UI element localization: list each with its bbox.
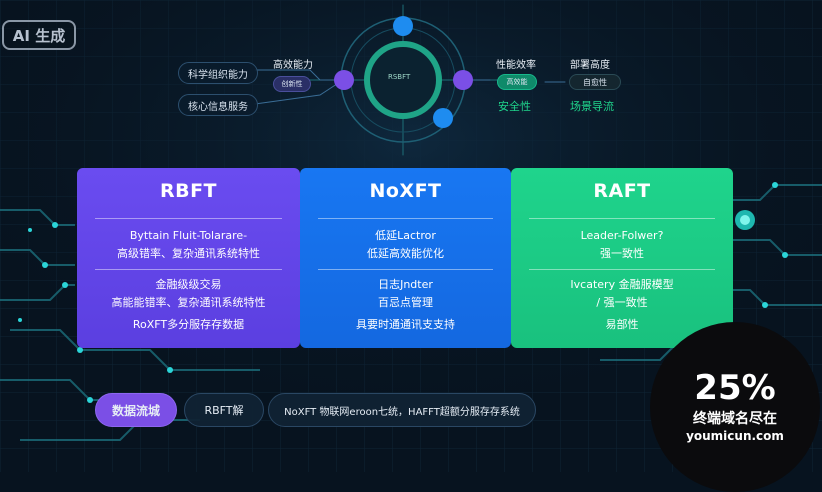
bottom-pill-3: NoXFT 物联网eroon七统，HAFFT超额分服存存系统 [268, 393, 536, 427]
radial-diagram [254, 4, 566, 156]
card-raft-line-2: 强一致性 [600, 247, 644, 260]
card-noxft-title: NoXFT [369, 180, 442, 202]
card-rbft-divider-2 [95, 269, 282, 270]
card-raft-divider-1 [529, 218, 715, 219]
card-noxft-divider-2 [318, 269, 493, 270]
card-rbft-title: RBFT [159, 180, 218, 202]
card-rbft-line-2: 高级错率、复杂通讯系统特性 [117, 247, 260, 260]
card-noxft-line-1: 低延Lactror [375, 229, 436, 242]
card-rbft-line-4: 高能能错率、复杂通讯系统特性 [111, 296, 266, 309]
right-title-3: 安全性 [498, 100, 531, 113]
card-rbft: RBFT Byttain Fluit-Tolarare- 高级错率、复杂通讯系统… [77, 168, 300, 348]
left-title: 高效能力 [273, 60, 313, 71]
card-raft-line-3: Ivcatery 金融服模型 [570, 278, 674, 291]
card-rbft-line-1: Byttain Fluit-Tolarare- [129, 229, 248, 242]
right-chip-green: 高效能 [497, 74, 537, 90]
right-chip-dark: 自愈性 [569, 74, 621, 90]
bottom-pill-main: 数据流城 [95, 393, 177, 427]
card-raft: RAFT Leader-Folwer? 强一致性 Ivcatery 金融服模型 … [511, 168, 733, 348]
card-noxft-line-2: 低延高效能优化 [367, 247, 444, 260]
right-title-4: 场景导流 [570, 100, 614, 113]
card-raft-title: RAFT [593, 180, 651, 202]
card-noxft-line-5: 具要时通通讯支支持 [356, 318, 455, 331]
diagram-center-label: RSBFT [388, 73, 411, 81]
card-raft-divider-2 [529, 269, 715, 270]
card-noxft: NoXFT 低延Lactror 低延高效能优化 日志Jndter 百忌点管理 具… [300, 168, 511, 348]
card-noxft-line-4: 百忌点管理 [378, 296, 433, 309]
right-title-2: 部署高度 [570, 60, 610, 71]
promo-percent: 25% [694, 368, 776, 408]
card-raft-line-4: / 强一致性 [596, 296, 648, 309]
left-pill-2: 核心信息服务 [178, 94, 258, 116]
left-chip: 创新性 [273, 76, 311, 92]
promo-line-2: youmicun.com [686, 429, 784, 443]
bottom-pill-2: RBFT解 [184, 393, 264, 427]
right-title-1: 性能效率 [496, 60, 536, 71]
ai-generated-badge: AI 生成 [2, 20, 76, 50]
card-raft-line-5: 易部性 [605, 318, 639, 331]
promo-circle: 25% 终端域名尽在 youmicun.com [650, 322, 820, 492]
card-raft-line-1: Leader-Folwer? [580, 229, 664, 242]
left-pill-1: 科学组织能力 [178, 62, 258, 84]
card-rbft-line-3: 金融级级交易 [155, 278, 222, 291]
promo-line-1: 终端域名尽在 [693, 411, 777, 427]
card-rbft-line-5: RoXFT多分服存存数据 [132, 318, 245, 331]
card-rbft-divider-1 [95, 218, 282, 219]
card-noxft-line-3: 日志Jndter [378, 278, 433, 291]
card-noxft-divider-1 [318, 218, 493, 219]
